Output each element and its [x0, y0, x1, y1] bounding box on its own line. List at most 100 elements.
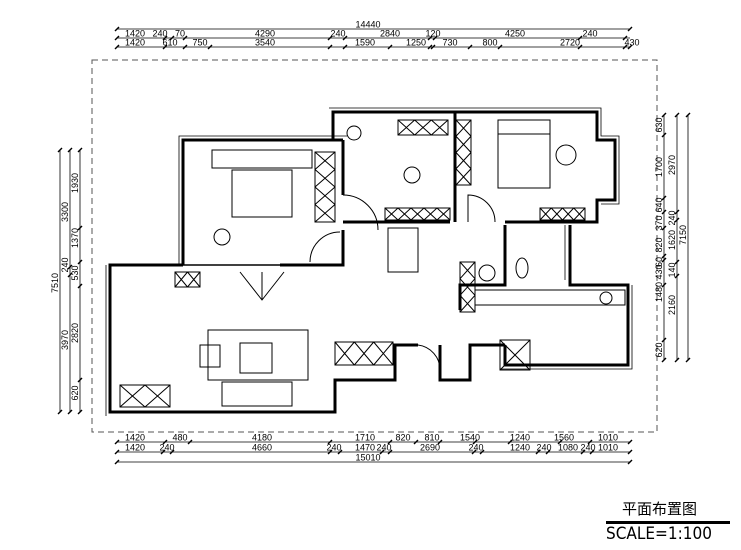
top-row1-label: 1420 — [125, 29, 145, 39]
left-mid-label: 3970 — [60, 330, 70, 350]
bottom-row1-label: 1240 — [510, 433, 530, 443]
bottom-row2-label: 240 — [159, 443, 174, 453]
right-inner-tick — [661, 357, 667, 363]
desk-cabinet-cross — [410, 207, 425, 221]
bottom-row1-label: 1420 — [125, 433, 145, 443]
tv-cabinet-cross — [144, 384, 171, 408]
left-mid-label: 3300 — [60, 202, 70, 222]
bottom-row1-label: 1710 — [355, 433, 375, 443]
top-row2-tick — [430, 44, 436, 50]
window — [501, 285, 633, 370]
bottom-row2-label: 240 — [468, 443, 483, 453]
top-row1-label: 240 — [330, 29, 345, 39]
bottom-row1-tick — [472, 439, 478, 445]
kitchen-counter — [474, 289, 626, 306]
cabinet-cross — [562, 207, 575, 221]
bottom-row1-tick — [437, 439, 443, 445]
top-row2-tick — [627, 44, 633, 50]
cabinet-cross — [539, 207, 552, 221]
left-total-tick — [57, 147, 63, 153]
bottom-row1-tick — [114, 439, 120, 445]
bottom-row2-tick — [471, 449, 477, 455]
sink — [599, 291, 613, 305]
bottom-row1-label: 480 — [172, 433, 187, 443]
right-inner-tick — [661, 132, 667, 138]
desk-cabinet — [384, 207, 451, 221]
top-row2-label: 750 — [192, 38, 207, 48]
top-total-tick — [114, 26, 120, 32]
bottom-total-label: 15010 — [355, 453, 380, 463]
toilet — [515, 257, 529, 279]
bed — [231, 169, 293, 218]
round-chair — [555, 144, 577, 166]
shoe-cabinet-cross — [174, 271, 188, 288]
top-row2-tick — [577, 44, 583, 50]
coffee-table — [239, 342, 273, 374]
bottom-row2-label: 1080 — [558, 443, 578, 453]
top-row2-tick — [327, 44, 333, 50]
top-row2-tick — [467, 44, 473, 50]
cabinet-cross — [459, 261, 476, 280]
right-total-label: 7150 — [678, 225, 688, 245]
dining-table — [387, 227, 419, 273]
door-swing — [309, 231, 341, 263]
right-inner-tick — [661, 337, 667, 343]
wardrobe-cross — [314, 186, 336, 205]
bottom-row2-label: 2690 — [420, 443, 440, 453]
cabinet-cross — [334, 341, 355, 366]
bottom-row2-label: 1010 — [598, 443, 618, 453]
stove-cabinet — [499, 339, 531, 371]
top-row2-tick — [342, 44, 348, 50]
furniture — [119, 119, 626, 408]
rug — [207, 329, 309, 381]
bottom-row2-tick — [589, 449, 595, 455]
bottom-row2-tick — [379, 449, 385, 455]
right-inner-label: 370 — [654, 215, 664, 230]
cabinet-cross — [573, 207, 586, 221]
wardrobe-cross — [455, 135, 472, 153]
left-mid-label: 240 — [60, 257, 70, 272]
top-row1-tick — [622, 35, 628, 41]
right-mid-tick — [674, 217, 680, 223]
right-mid-label: 2970 — [667, 155, 677, 175]
bottom-row1-tick — [413, 439, 419, 445]
top-row2-tick — [207, 44, 213, 50]
left-inner-label: 2820 — [70, 323, 80, 343]
sofa — [221, 381, 293, 407]
window — [329, 107, 620, 205]
bottom-row2-tick — [337, 449, 343, 455]
drawing-scale: SCALE=1:100 — [606, 524, 712, 544]
wall — [503, 225, 630, 367]
right-mid-tick — [674, 112, 680, 118]
left-mid-tick — [67, 264, 73, 270]
wall — [331, 110, 617, 224]
wall — [438, 343, 505, 382]
bottom-row2-label: 1470 — [355, 443, 375, 453]
bottom-row1-tick — [587, 439, 593, 445]
cabinet-cross — [397, 119, 416, 136]
top-row2-tick — [162, 44, 168, 50]
window — [178, 135, 347, 265]
bottom-row1-label: 820 — [395, 433, 410, 443]
bottom-row1-label: 4180 — [252, 433, 272, 443]
bottom-row1-tick — [387, 439, 393, 445]
cabinet-cross — [430, 119, 449, 136]
top-row2-tick — [622, 44, 628, 50]
top-row1-label: 240 — [582, 29, 597, 39]
right-inner-label: 620 — [654, 342, 664, 357]
top-row2-label: 1420 — [125, 38, 145, 48]
desk-cabinet-cross — [436, 207, 451, 221]
shoe-cabinet — [174, 271, 201, 288]
armchair — [199, 344, 221, 368]
wardrobe-cross — [455, 152, 472, 170]
chair — [403, 166, 421, 184]
bottom-total-tick — [627, 459, 633, 465]
wardrobe-cross — [314, 204, 336, 223]
bottom-row2-tick — [479, 449, 485, 455]
bottom-row1-label: 1010 — [598, 433, 618, 443]
right-mid-tick — [674, 259, 680, 265]
pillow — [497, 119, 551, 135]
top-row2-label: 1590 — [355, 38, 375, 48]
top-row1-tick — [327, 35, 333, 41]
shoe-cabinet-cross — [187, 271, 201, 288]
